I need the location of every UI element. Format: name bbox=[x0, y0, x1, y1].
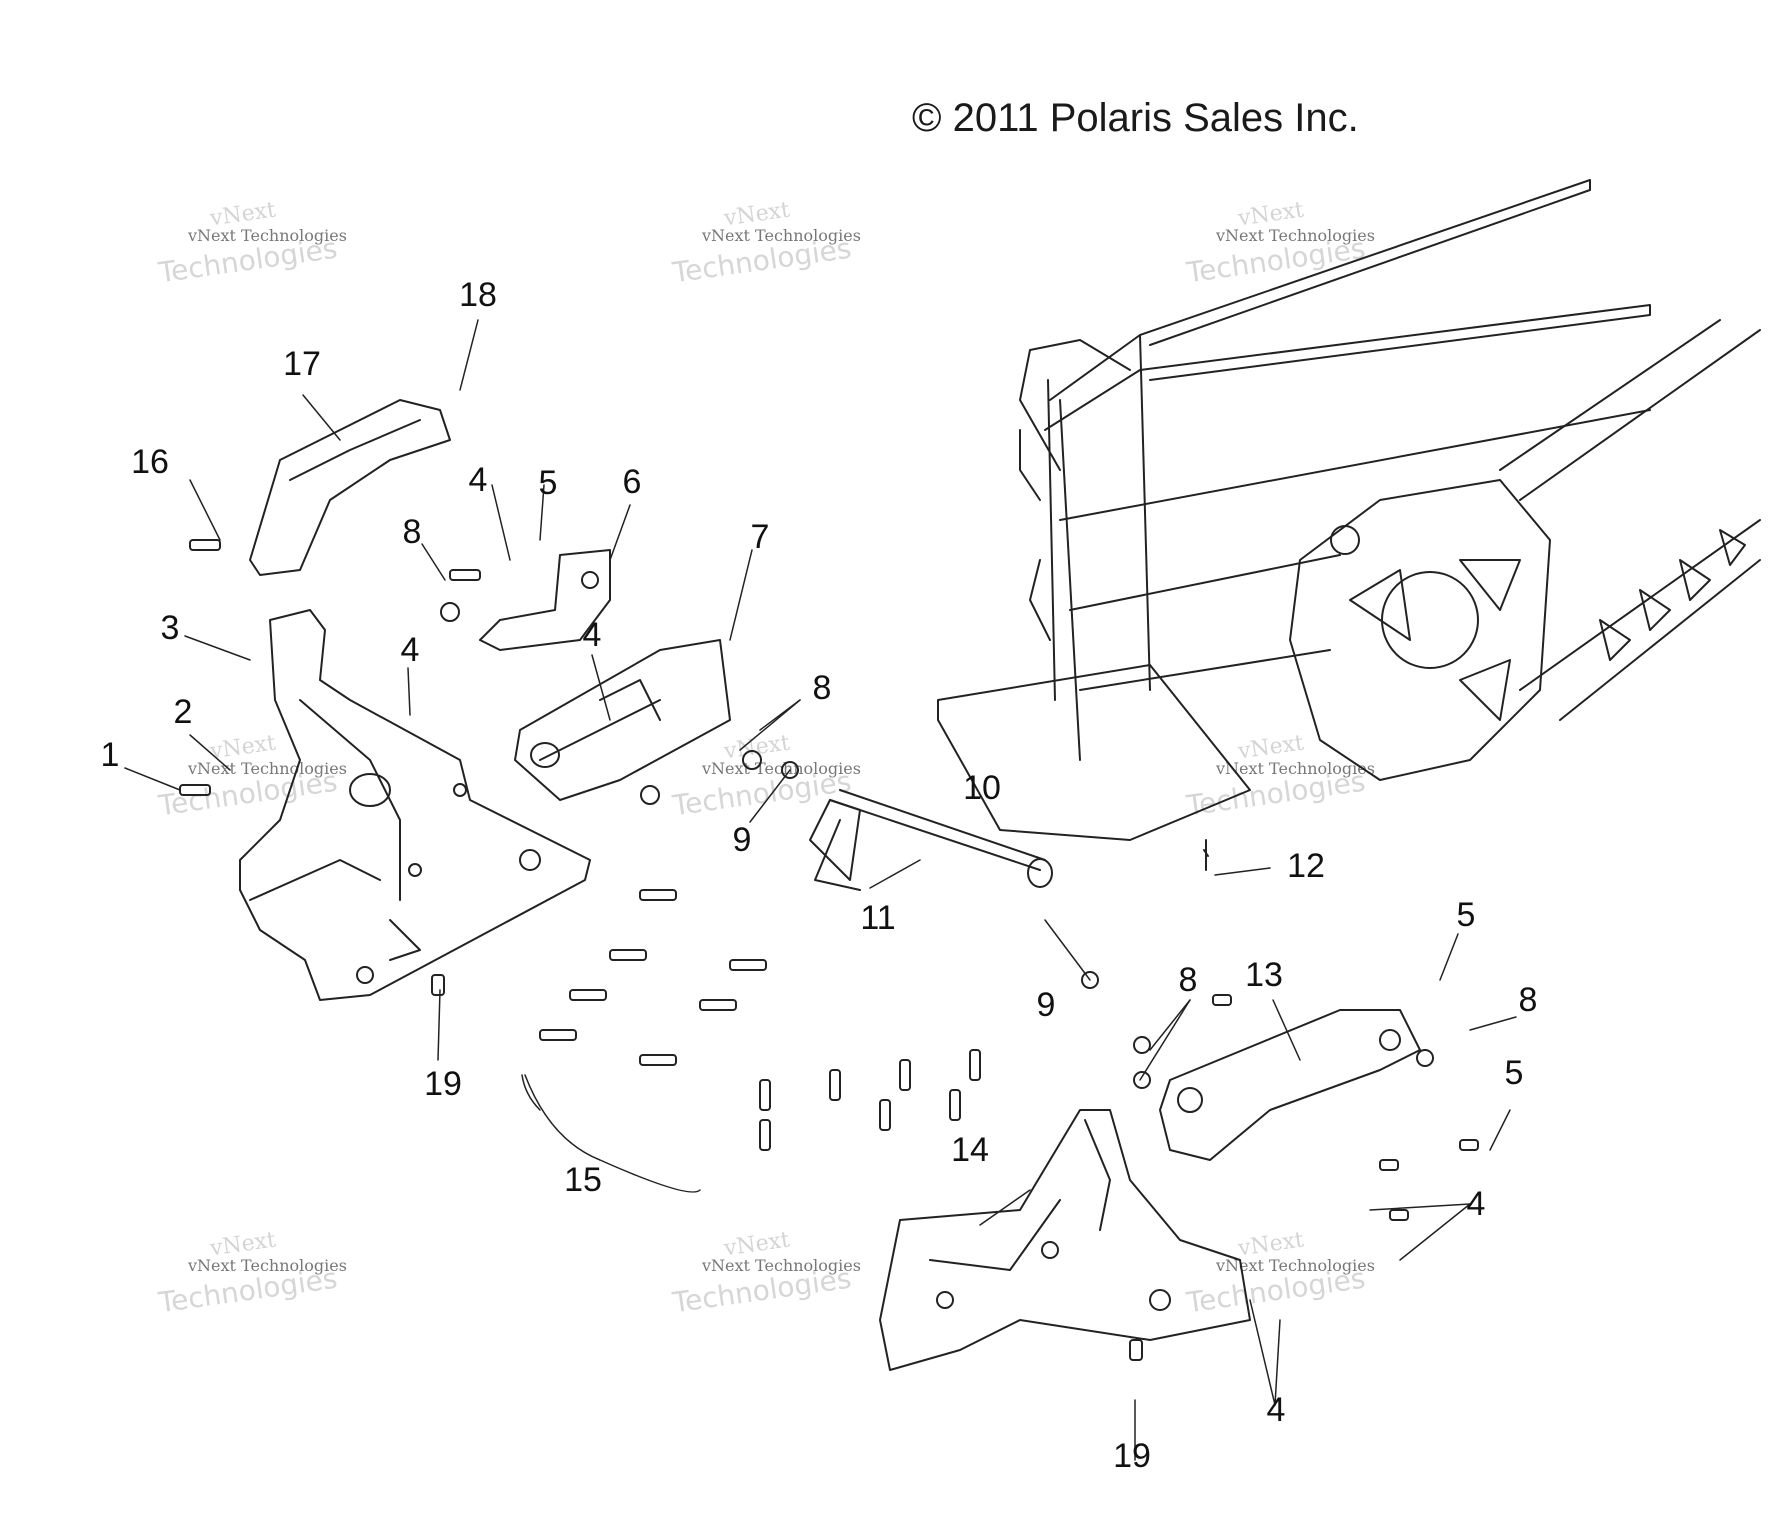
callout-15: 15 bbox=[564, 1161, 602, 1199]
callout-6: 6 bbox=[622, 463, 642, 501]
callout-2: 2 bbox=[173, 693, 193, 731]
callout-8: 8 bbox=[402, 513, 422, 551]
callout-4: 4 bbox=[582, 616, 602, 654]
callout-3: 3 bbox=[160, 609, 180, 647]
callout-17: 17 bbox=[283, 345, 321, 383]
callout-9: 9 bbox=[1036, 986, 1056, 1024]
callout-4: 4 bbox=[1466, 1185, 1486, 1223]
callout-5: 5 bbox=[1456, 896, 1476, 934]
callout-19: 19 bbox=[1113, 1437, 1151, 1475]
bar-part-17 bbox=[249, 399, 451, 576]
callout-13: 13 bbox=[1245, 956, 1283, 994]
callout-10: 10 bbox=[963, 769, 1001, 807]
callout-4: 4 bbox=[468, 461, 488, 499]
callout-14: 14 bbox=[951, 1131, 989, 1169]
leader-lines bbox=[124, 319, 1517, 1461]
callout-5: 5 bbox=[538, 464, 558, 502]
callout-7: 7 bbox=[750, 518, 770, 556]
fasteners bbox=[179, 539, 1479, 1361]
copyright-notice: © 2011 Polaris Sales Inc. bbox=[912, 96, 1359, 140]
callout-19: 19 bbox=[424, 1065, 462, 1103]
callout-4: 4 bbox=[1266, 1391, 1286, 1429]
callout-18: 18 bbox=[459, 276, 497, 314]
bracket-part-13 bbox=[1159, 1009, 1421, 1161]
callout-8: 8 bbox=[1518, 981, 1538, 1019]
callout-4: 4 bbox=[400, 631, 420, 669]
callout-8: 8 bbox=[1178, 961, 1198, 999]
bracket-part-7 bbox=[514, 639, 731, 801]
tunnel-assembly bbox=[937, 179, 1761, 841]
left-bulkhead-part-3 bbox=[239, 609, 591, 1001]
shaft-part-11 bbox=[809, 789, 1053, 891]
callout-9: 9 bbox=[732, 821, 752, 859]
callout-1: 1 bbox=[100, 736, 120, 774]
plate-part-6 bbox=[479, 549, 611, 651]
right-bulkhead-part-14 bbox=[879, 1109, 1251, 1371]
callout-11: 11 bbox=[860, 899, 896, 937]
callout-8: 8 bbox=[812, 669, 832, 707]
callout-12: 12 bbox=[1287, 847, 1325, 885]
callout-16: 16 bbox=[131, 443, 169, 481]
callout-5: 5 bbox=[1504, 1054, 1524, 1092]
